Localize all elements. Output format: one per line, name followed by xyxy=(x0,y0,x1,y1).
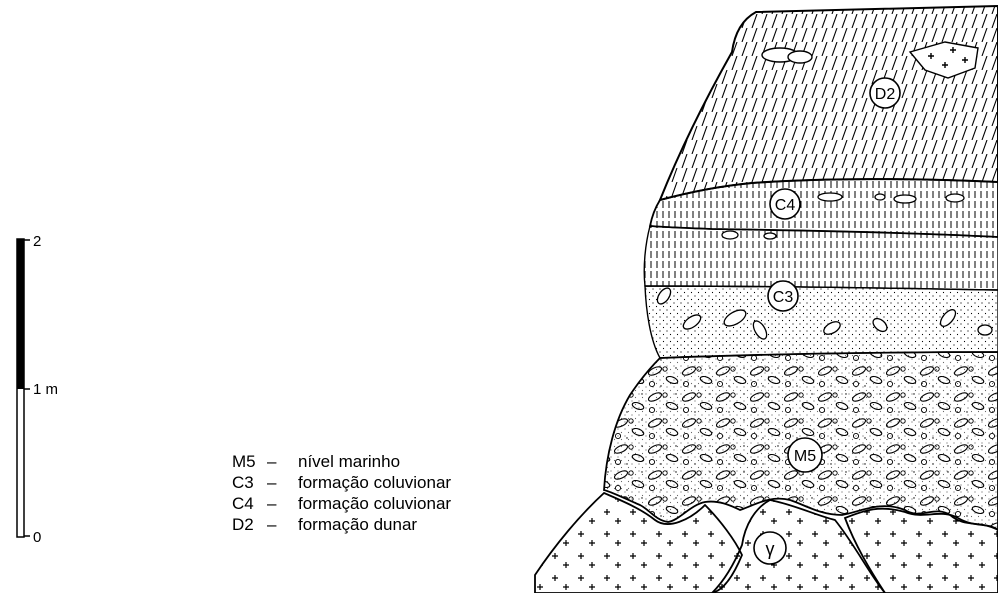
legend-code: C4 xyxy=(232,493,267,514)
legend-code: C3 xyxy=(232,472,267,493)
c3-clast xyxy=(978,325,992,335)
scale-bar-upper-segment xyxy=(17,239,24,389)
unit-label-gamma: γ xyxy=(766,539,775,559)
legend-code: M5 xyxy=(232,451,267,472)
legend-description: nível marinho xyxy=(298,451,400,472)
c4-clast xyxy=(818,193,842,201)
d2-clast xyxy=(788,51,812,63)
legend-item-c3: C3 – formação coluvionar xyxy=(232,472,451,493)
c4-clast xyxy=(875,194,885,200)
legend-item-m5: M5 – nível marinho xyxy=(232,451,451,472)
c4-clast xyxy=(894,195,916,203)
legend-item-d2: D2 – formação dunar xyxy=(232,514,451,535)
unit-label-c4: C4 xyxy=(775,197,796,214)
layer-d2 xyxy=(660,6,998,200)
c4-clast xyxy=(764,233,776,239)
legend-dash: – xyxy=(267,472,298,493)
scale-bar: 2 1 m 0 xyxy=(17,233,58,546)
c4-clast xyxy=(722,231,738,239)
legend-description: formação dunar xyxy=(298,514,417,535)
legend-dash: – xyxy=(267,493,298,514)
legend-dash: – xyxy=(267,451,298,472)
scale-label-mid: 1 m xyxy=(33,381,58,398)
layer-basement-left xyxy=(535,493,742,593)
scale-label-top: 2 xyxy=(33,233,41,250)
scale-label-bottom: 0 xyxy=(33,529,41,546)
c4-clast xyxy=(946,194,964,202)
unit-label-c3: C3 xyxy=(773,289,794,306)
legend-description: formação coluvionar xyxy=(298,493,451,514)
layer-c3-upper xyxy=(644,226,998,290)
section-drawing: D2 C4 C3 M5 γ xyxy=(535,6,998,593)
legend-description: formação coluvionar xyxy=(298,472,451,493)
legend-dash: – xyxy=(267,514,298,535)
unit-label-d2: D2 xyxy=(875,86,896,103)
legend: M5 – nível marinho C3 – formação coluvio… xyxy=(232,451,451,535)
legend-item-c4: C4 – formação coluvionar xyxy=(232,493,451,514)
unit-label-m5: M5 xyxy=(794,448,816,465)
legend-code: D2 xyxy=(232,514,267,535)
